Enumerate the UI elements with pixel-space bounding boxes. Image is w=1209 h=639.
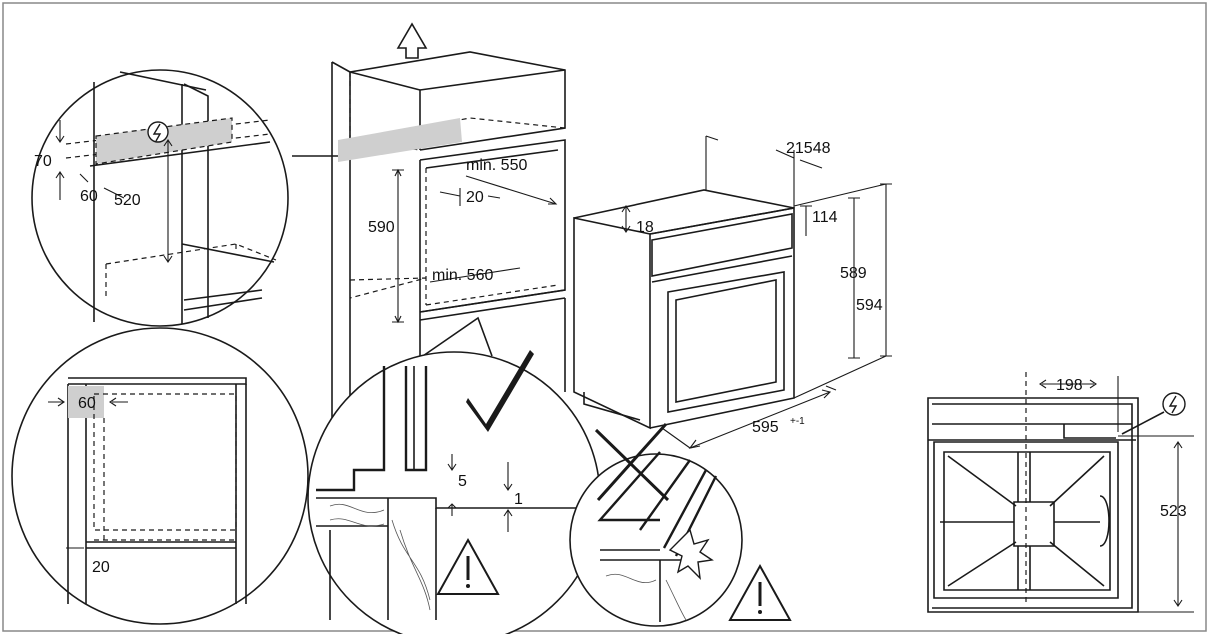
- arrow-up-icon: [396, 22, 428, 59]
- detail-circle-correct: [307, 316, 601, 639]
- label-oven-18: 18: [636, 219, 654, 236]
- label-tl-520: 520: [114, 192, 141, 209]
- label-top-198: 198: [1056, 377, 1083, 394]
- label-bl-60: 60: [78, 395, 96, 412]
- label-top-523: 523: [1160, 503, 1187, 520]
- label-bl-20: 20: [92, 559, 110, 576]
- detail-circle-bottom-left: [11, 327, 309, 625]
- label-cab-20: 20: [466, 189, 484, 206]
- label-oven-114: 114: [812, 209, 838, 226]
- label-tl-60: 60: [80, 188, 98, 205]
- top-view-drawing: [927, 372, 1194, 613]
- label-oven-595: 595: [752, 419, 779, 436]
- label-tl-70: 70: [34, 153, 52, 170]
- label-cab-590: 590: [368, 219, 395, 236]
- warning-triangle-icon-2: [728, 563, 792, 621]
- label-oven-21548: 21548: [786, 140, 831, 157]
- power-connection-icon-2: [1162, 392, 1186, 416]
- warning-triangle-icon: [436, 537, 500, 595]
- label-oven-594: 594: [856, 297, 883, 314]
- cross-icon: [594, 422, 670, 502]
- label-cab-min550: min. 550: [466, 157, 527, 174]
- power-connection-icon: [147, 121, 169, 143]
- cabinet-drawing: [331, 22, 566, 419]
- checkmark-icon: [466, 350, 534, 432]
- label-det-5: 5: [458, 473, 467, 490]
- oven-drawing: [573, 135, 892, 449]
- label-det-1: 1: [514, 491, 523, 508]
- label-cab-min560: min. 560: [432, 267, 493, 284]
- detail-circle-wrong: [569, 451, 743, 627]
- label-oven-589: 589: [840, 265, 867, 282]
- label-oven-595-tol: +-1: [790, 416, 805, 427]
- detail-circle-top-left: [31, 69, 338, 327]
